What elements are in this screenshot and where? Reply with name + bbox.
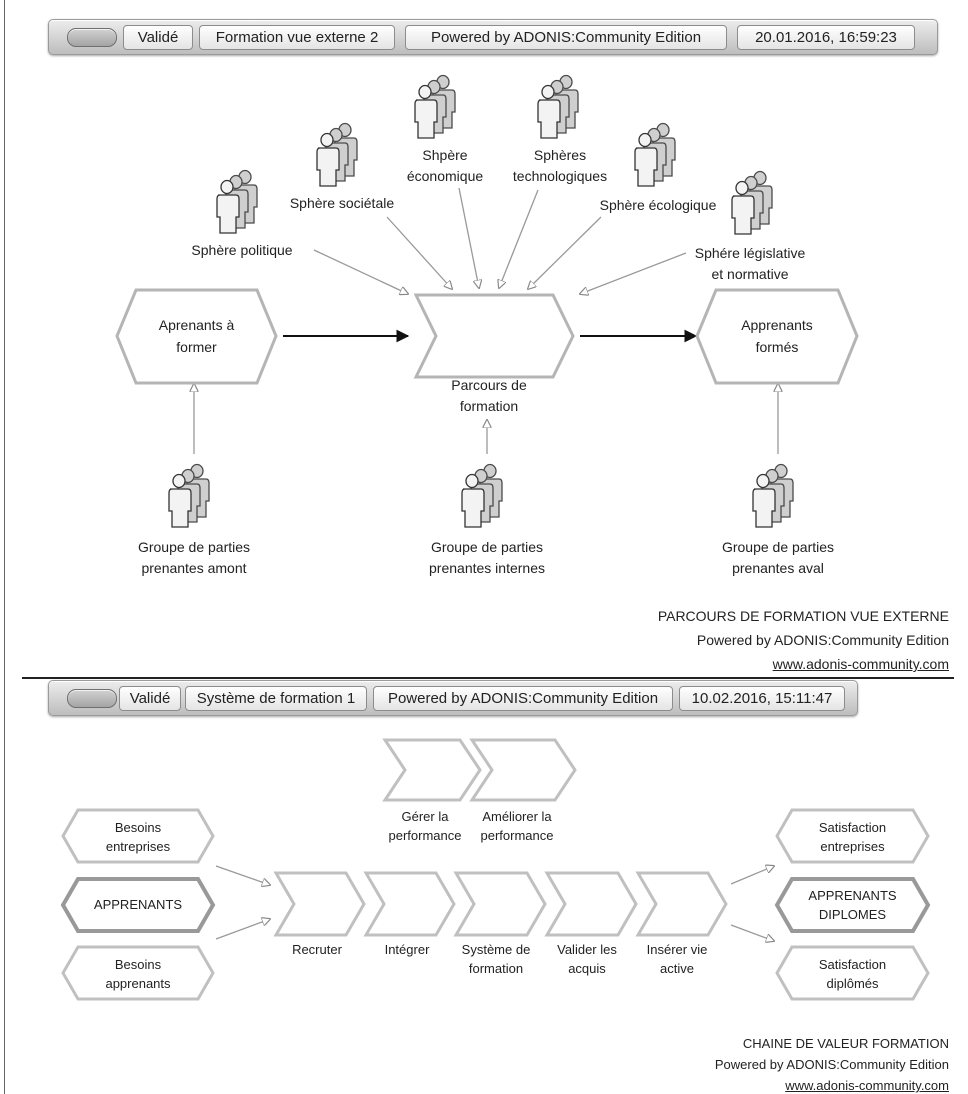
satisfaction-diplomes-hexagon[interactable]: [775, 945, 930, 1001]
valider-label-line1: Valider les: [557, 942, 617, 957]
gerer-label-line1: Gérer la: [401, 809, 449, 824]
group-internes-label-line2: prenantes internes: [429, 560, 545, 576]
satisfaction-diplomes-label-line2: diplômés: [826, 976, 879, 991]
recruter-chevron[interactable]: [273, 871, 366, 937]
systeme-label-line2: formation: [468, 961, 524, 976]
inserer-chevron[interactable]: [635, 871, 728, 937]
diagram2-footer-powered: Powered by ADONIS:Community Edition: [714, 1057, 949, 1072]
status-toggle-button-2[interactable]: [67, 689, 117, 708]
valider-chevron[interactable]: [544, 871, 638, 937]
arrow-economique: [458, 187, 479, 288]
learners-in-label-line1: Aprenants à: [158, 317, 235, 333]
arrow-ecologique: [528, 216, 602, 289]
arrow-politique: [313, 249, 408, 294]
arrow-societale: [386, 216, 452, 289]
integrer-chevron[interactable]: [363, 871, 456, 937]
besoins-apprenants-label-line1: Besoins: [114, 957, 162, 972]
sphere-legislative-label-line1: Sphére législative: [694, 245, 806, 261]
besoins-apprenants-label-line2: apprenants: [105, 976, 171, 991]
process-label-line2: formation: [459, 398, 519, 414]
group-amont-label-line1: Groupe de parties: [137, 539, 251, 555]
powered-by-field-2[interactable]: Powered by ADONIS:Community Edition: [373, 686, 673, 711]
learners-in-label-line2: former: [176, 339, 217, 355]
arrow-besoins-entreprises: [215, 865, 270, 885]
diagram1-footer-powered: Powered by ADONIS:Community Edition: [696, 632, 949, 648]
group-internes-label-line1: Groupe de parties: [430, 539, 544, 555]
sphere-technologique-label-line2: technologiques: [512, 168, 608, 184]
datetime-field[interactable]: 20.01.2016, 16:59:23: [737, 25, 915, 50]
apprenants-label: APPRENANTS: [93, 897, 183, 912]
arrow-satisfaction-entreprises: [730, 866, 774, 885]
apprenants-diplomes-label-line2: DIPLOMES: [818, 907, 887, 922]
datetime-field-2[interactable]: 10.02.2016, 15:11:47: [679, 686, 845, 711]
arrow-technologique: [499, 189, 539, 288]
arrow-satisfaction-diplomes: [730, 924, 774, 941]
diagram2-footer-link[interactable]: www.adonis-community.com: [785, 1078, 949, 1093]
sphere-ecologique-label: Sphère écologique: [599, 197, 717, 213]
learners-out-label-line1: Apprenants: [741, 317, 813, 333]
status-field[interactable]: Validé: [123, 25, 193, 50]
sphere-legislative-label-line2: et normative: [711, 266, 789, 282]
satisfaction-entreprises-hexagon[interactable]: [775, 808, 930, 864]
apprenants-hexagon[interactable]: [60, 877, 216, 933]
ameliorer-label-line2: performance: [480, 828, 554, 843]
integrer-label: Intégrer: [384, 942, 430, 957]
status-toggle-button[interactable]: [67, 28, 117, 47]
learners-out-label-line2: formés: [755, 339, 799, 355]
diagram1-footer-link[interactable]: www.adonis-community.com: [772, 656, 949, 672]
inserer-label-line2: active: [660, 961, 694, 976]
arrow-besoins-apprenants: [215, 919, 270, 940]
ameliorer-label-line1: Améliorer la: [482, 809, 552, 824]
besoins-entreprises-label-line2: entreprises: [105, 839, 171, 854]
diagram2-footer-title: CHAINE DE VALEUR FORMATION: [742, 1036, 949, 1051]
satisfaction-diplomes-label-line1: Satisfaction: [818, 957, 887, 972]
satisfaction-entreprises-label-line2: entreprises: [820, 839, 885, 854]
valider-label-line2: acquis: [568, 961, 606, 976]
systeme-label-line1: Système de: [461, 942, 531, 957]
diagram-divider: [22, 677, 954, 679]
sphere-societale-label: Sphère sociétale: [289, 195, 395, 211]
frame-border: [4, 0, 5, 1094]
satisfaction-entreprises-label-line1: Satisfaction: [818, 820, 887, 835]
process-chevron[interactable]: [413, 293, 575, 379]
sphere-economique-label-line1: Shpère: [422, 147, 468, 163]
apprenants-diplomes-label-line1: APPRENANTS: [808, 888, 897, 903]
diagram1-footer-title: PARCOURS DE FORMATION VUE EXTERNE: [657, 608, 949, 624]
systeme-chevron[interactable]: [453, 871, 547, 937]
inserer-label-line1: Insérer vie: [646, 942, 708, 957]
powered-by-field[interactable]: Powered by ADONIS:Community Edition: [405, 25, 727, 50]
model-name-field[interactable]: Formation vue externe 2: [199, 25, 395, 50]
apprenants-diplomes-hexagon[interactable]: [774, 877, 931, 933]
sphere-economique-label-line2: économique: [406, 168, 484, 184]
recruter-label: Recruter: [292, 942, 342, 957]
sphere-technologique-label-line1: Sphères: [533, 147, 587, 163]
gerer-label-line2: performance: [388, 828, 462, 843]
gerer-chevron[interactable]: [382, 738, 482, 802]
group-aval-label-line1: Groupe de parties: [721, 539, 835, 555]
besoins-apprenants-hexagon[interactable]: [61, 945, 215, 1001]
besoins-entreprises-label-line1: Besoins: [114, 820, 162, 835]
diagram2-header-bar: Validé Système de formation 1 Powered by…: [48, 680, 858, 716]
process-label-line1: Parcours de: [451, 377, 527, 393]
diagram1-header-bar: Validé Formation vue externe 2 Powered b…: [48, 19, 938, 55]
sphere-politique-label: Sphère politique: [191, 242, 293, 258]
arrow-legislative: [580, 252, 687, 294]
diagram2-footer-link-wrap: www.adonis-community.com: [785, 1078, 949, 1093]
besoins-entreprises-hexagon[interactable]: [61, 808, 215, 864]
group-amont-label-line2: prenantes amont: [141, 560, 247, 576]
model-name-field-2[interactable]: Système de formation 1: [185, 686, 367, 711]
status-field-2[interactable]: Validé: [119, 686, 181, 711]
diagram1-footer-link-wrap: www.adonis-community.com: [773, 656, 949, 672]
learners-in-hexagon[interactable]: [115, 288, 278, 385]
group-aval-label-line2: prenantes aval: [732, 560, 824, 576]
learners-out-hexagon[interactable]: [695, 288, 859, 385]
ameliorer-chevron[interactable]: [469, 738, 577, 802]
